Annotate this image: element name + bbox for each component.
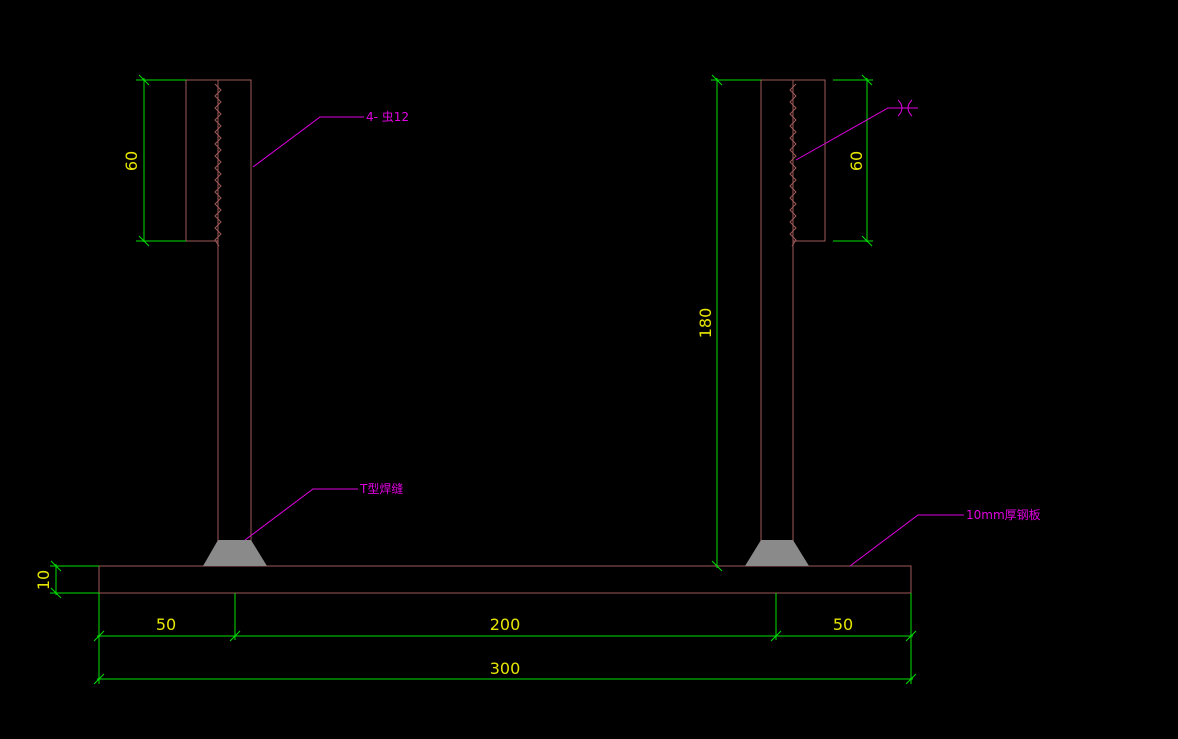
- rebar-leader: [252, 116, 364, 168]
- weld-symbol-icon: [897, 99, 913, 117]
- right-rebar-bar: [792, 79, 826, 242]
- label-plate: 10mm厚钢板: [966, 508, 1041, 522]
- label-fillet-weld: T型焊缝: [359, 481, 403, 496]
- label-rebar: 4- 虫12: [366, 110, 409, 124]
- right-post: [760, 79, 794, 567]
- dim-center-span: 200: [490, 615, 521, 634]
- dim-plate-thickness: 10: [34, 570, 53, 590]
- dim-right-bar-length: 60: [847, 151, 866, 171]
- left-rebar-bar: [185, 79, 219, 242]
- left-weld-bead: [214, 83, 222, 247]
- fillet-weld-leader: [244, 488, 358, 541]
- dim-right-offset: 50: [833, 615, 853, 634]
- dim-left-offset: 50: [156, 615, 176, 634]
- dim-left-bar-length: 60: [122, 151, 141, 171]
- right-weld-bead: [789, 83, 797, 247]
- right-fillet-weld: [745, 540, 809, 566]
- left-fillet-weld: [203, 540, 267, 566]
- plate-leader: [849, 514, 964, 567]
- left-post: [217, 79, 252, 567]
- base-plate: [98, 565, 912, 594]
- dim-post-height: 180: [696, 308, 715, 339]
- dim-total-width: 300: [490, 659, 521, 678]
